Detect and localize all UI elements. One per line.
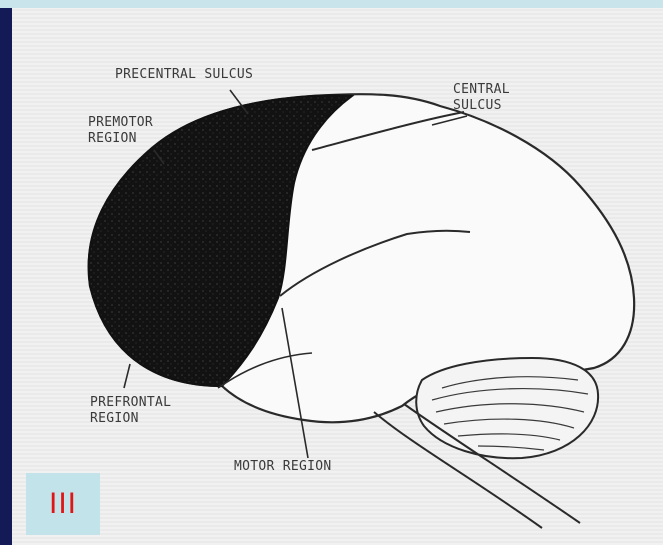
top-border xyxy=(0,0,663,8)
central-sulcus-label: CENTRAL SULCUS xyxy=(453,82,510,114)
motor-region-label: MOTOR REGION xyxy=(234,459,332,475)
precentral-sulcus-label: PRECENTRAL SULCUS xyxy=(115,67,253,83)
premotor-region-label: PREMOTOR REGION xyxy=(88,115,153,147)
slide-number-badge: III xyxy=(26,473,100,535)
left-border xyxy=(0,8,12,545)
brain-diagram xyxy=(12,8,663,545)
brain-diagram-figure: PRECENTRAL SULCUS CENTRAL SULCUS PREMOTO… xyxy=(12,8,663,545)
slide-number-text: III xyxy=(49,487,77,521)
prefrontal-region-label: PREFRONTAL REGION xyxy=(90,395,171,427)
